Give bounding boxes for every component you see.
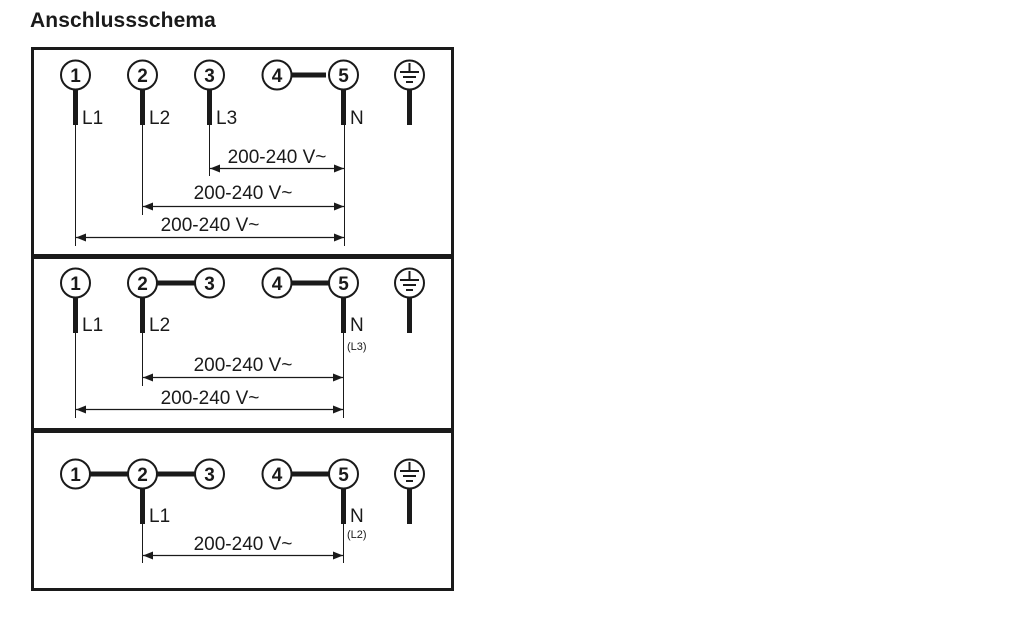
voltage-label-1-5: 200-240 V~	[161, 388, 260, 409]
wire-label-l1: L1	[82, 315, 103, 336]
terminal-2: 2	[127, 267, 158, 299]
wire-label-l2: L2	[149, 315, 170, 336]
terminal-number: 2	[137, 66, 148, 87]
wire-stub-1	[73, 89, 78, 125]
wire-stub-5	[341, 297, 346, 333]
ground-icon	[394, 59, 425, 91]
wire-stub-2	[140, 297, 145, 333]
terminal-number: 5	[338, 66, 349, 87]
voltage-label-3-5: 200-240 V~	[228, 147, 327, 168]
terminal-number: 1	[70, 66, 81, 87]
voltage-label-2-5: 200-240 V~	[194, 355, 293, 376]
terminal-number: 2	[137, 274, 148, 295]
wire-stub-pe	[407, 488, 412, 524]
terminal-1: 1	[60, 267, 91, 299]
terminal-number: 3	[204, 66, 215, 87]
terminal-3: 3	[194, 458, 225, 490]
terminal-number: 4	[272, 274, 283, 295]
wire-sublabel-l3: (L3)	[347, 341, 367, 353]
terminal-number: 3	[204, 465, 215, 486]
terminal-4: 4	[261, 267, 293, 299]
panel-frame-1	[31, 47, 454, 257]
panel-frame-3	[31, 430, 454, 591]
panel-2: 1 2 3 4 5 L1 L2 N (L3) 200-240	[60, 267, 425, 418]
wire-stub-3	[207, 89, 212, 125]
terminal-2: 2	[127, 59, 158, 91]
wire-stub-5	[341, 89, 346, 125]
wire-label-l3: L3	[216, 108, 237, 129]
panel-1: 1 2 3 4 5 L1 L2 L3 N	[60, 59, 425, 246]
wire-stub-2	[140, 89, 145, 125]
terminal-number: 3	[204, 274, 215, 295]
voltage-label-1-5: 200-240 V~	[161, 215, 260, 236]
terminal-number: 5	[338, 465, 349, 486]
terminal-5: 5	[328, 458, 359, 490]
wire-stub-pe	[407, 89, 412, 125]
wire-sublabel-l2: (L2)	[347, 529, 367, 541]
wire-stub-5	[341, 488, 346, 524]
wire-stub-1	[73, 297, 78, 333]
wire-label-l1: L1	[149, 506, 170, 527]
diagram-title: Anschlussschema	[30, 9, 216, 32]
terminal-1: 1	[60, 458, 91, 490]
terminal-number: 1	[70, 465, 81, 486]
voltage-label-2-5: 200-240 V~	[194, 183, 293, 204]
panel-3: 1 2 3 4 5 L1 N (L2) 200-240 V~	[60, 458, 425, 563]
terminal-3: 3	[194, 267, 225, 299]
voltage-label-2-5: 200-240 V~	[194, 534, 293, 555]
terminal-number: 1	[70, 274, 81, 295]
wire-label-l2: L2	[149, 108, 170, 129]
terminal-number: 4	[272, 66, 283, 87]
ground-icon	[394, 458, 425, 490]
terminal-2: 2	[127, 458, 158, 490]
terminal-3: 3	[194, 59, 225, 91]
terminal-number: 2	[137, 465, 148, 486]
ground-icon	[394, 267, 425, 299]
panel-frame-2	[31, 256, 454, 431]
wire-label-n: N	[350, 108, 364, 129]
wire-label-l1: L1	[82, 108, 103, 129]
terminal-5: 5	[328, 59, 359, 91]
wire-stub-2	[140, 488, 145, 524]
wire-label-n: N	[350, 506, 364, 527]
terminal-5: 5	[328, 267, 359, 299]
terminal-number: 5	[338, 274, 349, 295]
wire-label-n: N	[350, 315, 364, 336]
terminal-1: 1	[60, 59, 91, 91]
terminal-4: 4	[261, 59, 293, 91]
wire-stub-pe	[407, 297, 412, 333]
terminal-4: 4	[261, 458, 293, 490]
terminal-number: 4	[272, 465, 283, 486]
